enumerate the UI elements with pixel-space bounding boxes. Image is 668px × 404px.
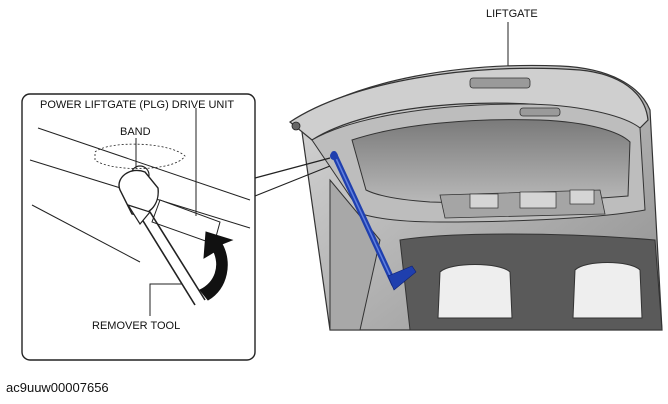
- band-label: BAND: [120, 126, 151, 138]
- liftgate-label: LIFTGATE: [486, 8, 538, 20]
- detail-leaders: [135, 108, 197, 316]
- figure-id: ac9uuw00007656: [6, 380, 109, 395]
- callout-pointer: [254, 157, 331, 197]
- detail-callout-frame: [21, 93, 256, 361]
- detail-view: [29, 127, 251, 306]
- rotation-arrow: [199, 231, 234, 301]
- vehicle-rear: [288, 64, 663, 331]
- plg-drive-strut: [330, 151, 417, 291]
- remover-tool-label: REMOVER TOOL: [92, 320, 181, 332]
- drive-unit-label: POWER LIFTGATE (PLG) DRIVE UNIT: [40, 99, 235, 111]
